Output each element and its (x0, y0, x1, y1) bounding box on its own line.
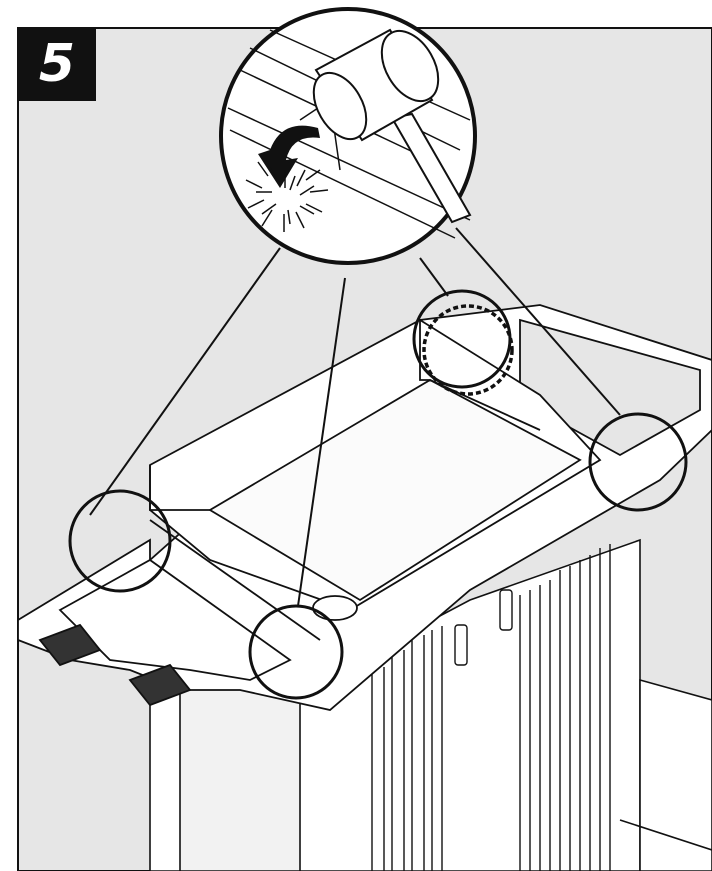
impact-burst-icon (245, 161, 329, 232)
step-number-badge: 5 (18, 28, 96, 101)
magnified-detail (219, 7, 477, 265)
tap-arrow-icon (258, 125, 320, 188)
cart-tray (149, 318, 602, 641)
mallet-icon (312, 28, 472, 224)
callout-circle-icon (68, 289, 688, 700)
dashed-callout-circle (422, 304, 514, 396)
leader-lines (89, 227, 621, 607)
cart-ribs (371, 544, 611, 871)
